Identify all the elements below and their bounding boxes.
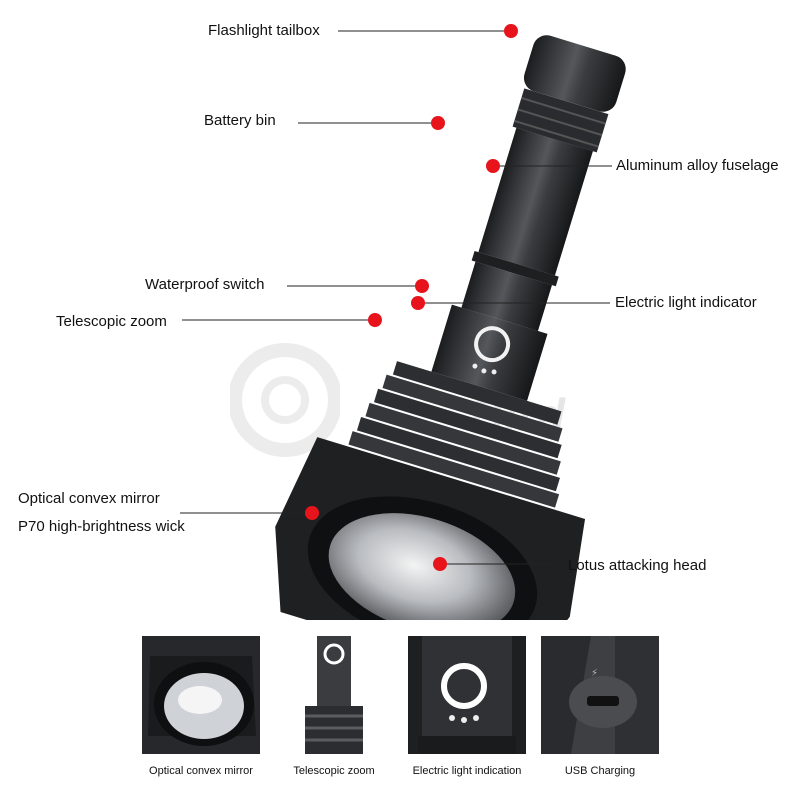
label-fuselage: Aluminum alloy fuselage — [616, 157, 779, 174]
lens-shape — [328, 513, 516, 620]
thumbnail-telescopic-zoom — [275, 636, 393, 754]
usb-port-icon — [587, 696, 619, 706]
label-tailbox: Flashlight tailbox — [208, 22, 320, 39]
thumbnail-light-indication — [408, 636, 526, 754]
marker-head — [433, 557, 447, 571]
label-battery: Battery bin — [204, 112, 276, 129]
svg-text:⚡: ⚡ — [591, 668, 598, 679]
marker-battery — [431, 116, 445, 130]
battery-tube-shape — [478, 127, 593, 276]
marker-fuselage — [486, 159, 500, 173]
label-head: Lotus attacking head — [568, 557, 707, 574]
caption-light-indication: Electric light indication — [412, 765, 522, 777]
marker-indicator — [411, 296, 425, 310]
marker-zoom — [368, 313, 382, 327]
tailcap-shape — [523, 35, 626, 112]
thumbnail-usb-charging: ⚡ — [541, 636, 659, 754]
switch-ring-shape — [474, 326, 511, 363]
watermark-logo — [228, 330, 342, 475]
zoom-fins-shape — [348, 361, 563, 508]
label-zoom: Telescopic zoom — [56, 313, 167, 330]
label-switch: Waterproof switch — [145, 276, 265, 293]
caption-usb-charging: USB Charging — [564, 765, 636, 777]
caption-optical-mirror: Optical convex mirror — [149, 765, 253, 777]
marker-wick — [305, 506, 319, 520]
thumbnail-optical-mirror — [142, 636, 260, 754]
label-indicator: Electric light indicator — [615, 294, 757, 311]
switch-section-shape — [431, 304, 548, 401]
caption-telescopic-zoom: Telescopic zoom — [293, 765, 375, 777]
marker-tailbox — [504, 24, 518, 38]
flashlight-illustration — [180, 24, 626, 620]
marker-switch — [415, 279, 429, 293]
label-mirror: Optical convex mirror — [18, 490, 160, 507]
label-wick: P70 high-brightness wick — [18, 518, 185, 535]
